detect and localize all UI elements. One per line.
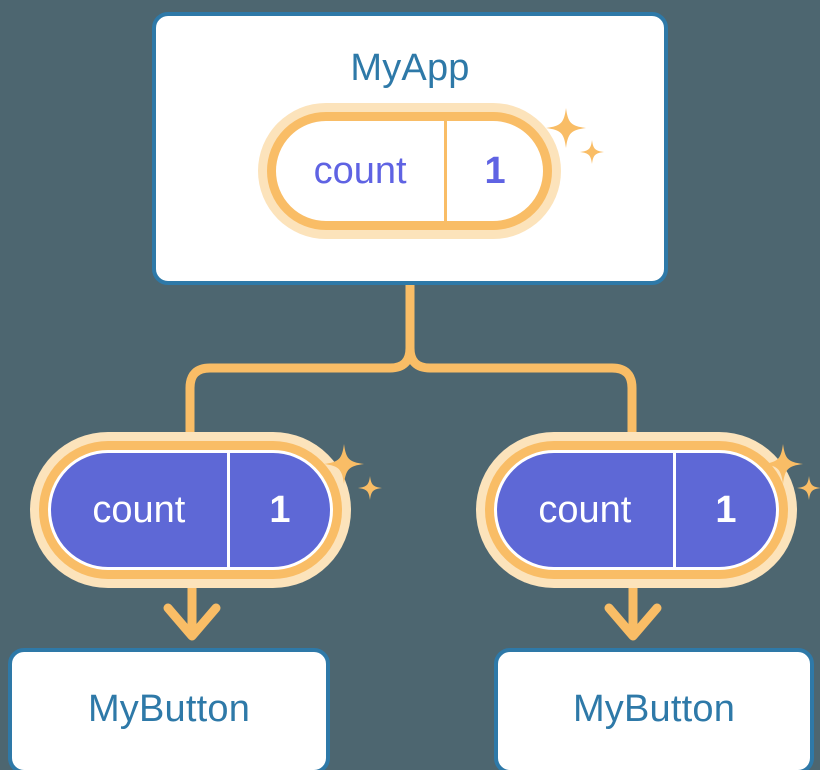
sparkle-four-point-small-icon [358, 476, 382, 500]
state-key-label: count [92, 489, 186, 531]
state-value-label: 1 [269, 489, 291, 531]
arrow-head-left [163, 603, 221, 641]
state-key-label: count [538, 489, 632, 531]
sparkle-four-point-icon [324, 444, 364, 484]
state-value-label: 1 [715, 489, 737, 531]
leaf-component-card-left[interactable]: MyButton [8, 648, 330, 770]
state-pill-branch-left[interactable]: count 1 [48, 450, 333, 570]
state-pill-divider [226, 453, 230, 567]
state-key-label: count [313, 150, 407, 192]
leaf-component-title: MyButton [87, 688, 251, 730]
leaf-component-card-right[interactable]: MyButton [494, 648, 814, 770]
state-value-label: 1 [484, 150, 506, 192]
connector-root-to-branches [405, 280, 637, 457]
page-title: MyApp [350, 47, 470, 89]
connector-root-to-branch-left [185, 280, 415, 457]
arrow-head-right [604, 603, 662, 641]
sparkle-four-point-small-icon [797, 476, 820, 500]
state-pill-divider [444, 121, 448, 221]
state-pill-branch-right[interactable]: count 1 [494, 450, 779, 570]
state-pill-divider [672, 453, 676, 567]
leaf-component-title: MyButton [572, 688, 736, 730]
state-pill-root[interactable]: count 1 [267, 112, 552, 230]
